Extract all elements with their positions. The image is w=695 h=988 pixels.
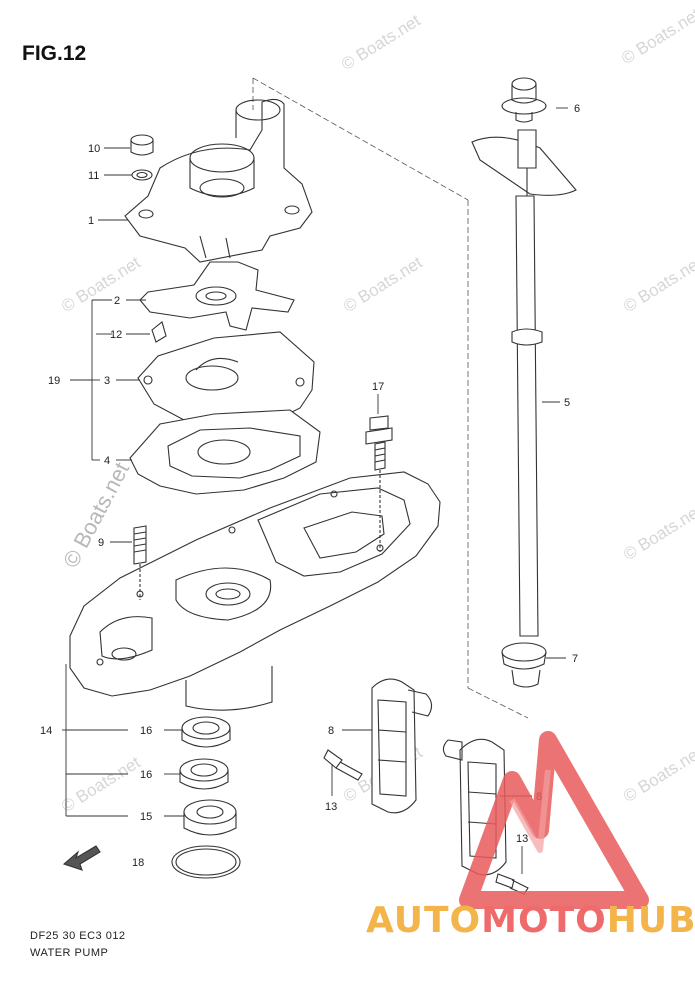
callout-6: 6 [574, 103, 580, 115]
callout-labels: 10 11 1 2 12 19 3 4 9 17 6 5 7 8 8 13 13… [40, 103, 580, 869]
oil-seal [179, 758, 229, 790]
figure-title: FIG.12 [22, 42, 87, 65]
callout-19: 19 [48, 375, 60, 387]
o-ring [171, 845, 241, 879]
shaft-seal [501, 77, 547, 123]
callout-9: 9 [98, 537, 104, 549]
callout-7: 7 [572, 653, 578, 665]
callout-14: 14 [40, 725, 52, 737]
impeller [139, 261, 295, 331]
diagram-code: DF25 30 EC3 012 [30, 930, 126, 942]
callout-13-right: 13 [516, 833, 528, 845]
screw [323, 749, 363, 781]
bolt-part [365, 415, 393, 552]
diagram-name: WATER PUMP [30, 947, 109, 959]
oil-seal [181, 716, 231, 748]
forward-arrow-icon [62, 845, 101, 871]
callout-4: 4 [104, 455, 110, 467]
callout-16-bottom: 16 [140, 769, 152, 781]
stud-bolt [133, 525, 147, 600]
callout-10: 10 [88, 143, 100, 155]
pump-gasket [129, 409, 321, 495]
shaft-grommet [501, 642, 547, 688]
drive-shaft [471, 129, 577, 637]
seal-part [130, 134, 154, 156]
leader-lines [62, 107, 568, 874]
callout-8-left: 8 [328, 725, 334, 737]
key-part [151, 321, 167, 343]
assembly-outline [252, 77, 529, 719]
pump-plate [69, 471, 441, 711]
bearing-part [183, 799, 237, 836]
liner-plate [137, 331, 315, 433]
callout-3: 3 [104, 375, 110, 387]
callout-1: 1 [88, 215, 94, 227]
pump-housing [124, 98, 313, 263]
callout-2: 2 [114, 295, 120, 307]
callout-11: 11 [88, 170, 99, 182]
callout-12: 12 [110, 329, 122, 341]
rubber-mount [371, 678, 433, 814]
callout-18: 18 [132, 857, 144, 869]
callout-16-top: 16 [140, 725, 152, 737]
brand-wordmark: AUTOMOTOHUB [366, 900, 695, 941]
washer-part [131, 169, 153, 181]
callout-5: 5 [564, 397, 570, 409]
callout-15: 15 [140, 811, 152, 823]
callout-17: 17 [372, 381, 384, 393]
callout-13-left: 13 [325, 801, 337, 813]
brand-logo-icon [459, 731, 649, 909]
